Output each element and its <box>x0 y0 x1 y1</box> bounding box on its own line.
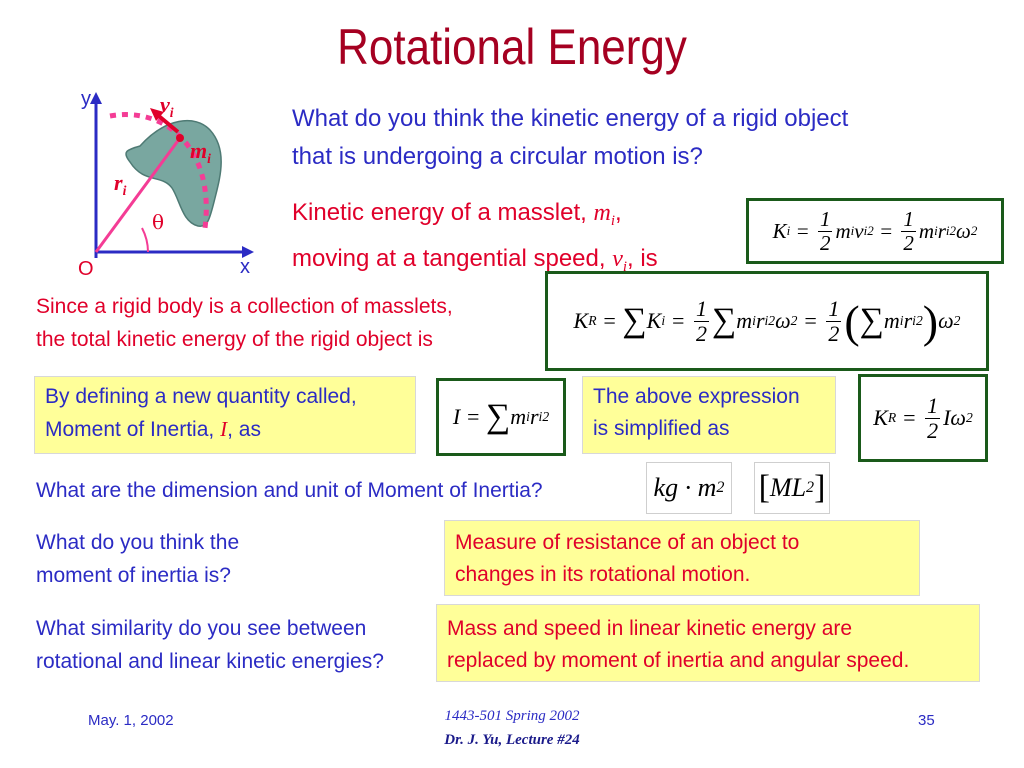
velocity-arrow-icon <box>150 108 164 121</box>
moi-question-line-1: What do you think the <box>36 531 240 554</box>
question-line-1: What do you think the kinetic energy of … <box>292 105 849 132</box>
similarity-question: What similarity do you see between rotat… <box>36 612 384 678</box>
masslet-statement: Kinetic energy of a masslet, mi, moving … <box>292 194 742 286</box>
simplified-box: The above expression is simplified as <box>582 376 836 454</box>
moi-question: What do you think the moment of inertia … <box>36 526 239 592</box>
moi-question-line-2: moment of inertia is? <box>36 564 231 587</box>
page-number: 35 <box>918 712 935 729</box>
kinetic-energy-question: What do you think the kinetic energy of … <box>292 100 1012 176</box>
mass-label: mi <box>190 138 211 166</box>
similarity-answer-line-1: Mass and speed in linear kinetic energy … <box>447 617 853 640</box>
slide-title: Rotational Energy <box>337 19 687 75</box>
footer-lecture: Dr. J. Yu, Lecture #24 <box>444 732 580 748</box>
masslet-line-1: Kinetic energy of a masslet, mi, <box>292 199 622 230</box>
circular-path-dotted <box>109 112 209 229</box>
rotation-diagram <box>90 92 254 258</box>
moi-answer-line-1: Measure of resistance of an object to <box>455 531 800 554</box>
moi-answer-line-2: changes in its rotational motion. <box>455 563 751 586</box>
similarity-question-line-1: What similarity do you see between <box>36 617 367 640</box>
rigid-body-shape <box>125 119 222 227</box>
moi-definition-box: By defining a new quantity called, Momen… <box>34 376 416 454</box>
question-line-2: that is undergoing a circular motion is? <box>292 143 703 170</box>
dimension-question: What are the dimension and unit of Momen… <box>36 479 543 502</box>
collection-statement: Since a rigid body is a collection of ma… <box>36 290 536 356</box>
angle-arc <box>141 227 149 253</box>
y-axis-label: y <box>81 88 91 110</box>
moi-answer-box: Measure of resistance of an object to ch… <box>444 520 920 596</box>
similarity-question-line-2: rotational and linear kinetic energies? <box>36 650 384 673</box>
radius-line <box>94 137 182 253</box>
x-axis-arrow-icon <box>242 246 254 258</box>
definition-line-2: Moment of Inertia, I, as <box>45 417 261 441</box>
simplified-line-1: The above expression <box>593 385 800 408</box>
collection-line-2: the total kinetic energy of the rigid ob… <box>36 328 433 351</box>
theta-label: θ <box>152 210 165 234</box>
footer-date: May. 1, 2002 <box>88 712 174 729</box>
definition-line-1: By defining a new quantity called, <box>45 385 357 408</box>
masslet-dot <box>176 134 184 142</box>
origin-label: O <box>78 258 94 280</box>
simplified-line-2: is simplified as <box>593 417 730 440</box>
y-axis-arrow-icon <box>90 92 102 104</box>
collection-line-1: Since a rigid body is a collection of ma… <box>36 295 453 318</box>
radius-label: ri <box>114 170 127 198</box>
footer-course: 1443-501 Spring 2002 <box>444 708 580 724</box>
similarity-answer-line-2: replaced by moment of inertia and angula… <box>447 649 910 672</box>
masslet-line-2: moving at a tangential speed, vi, is <box>292 245 658 276</box>
velocity-label: vi <box>160 92 174 120</box>
x-axis-label: x <box>240 256 250 278</box>
similarity-answer-box: Mass and speed in linear kinetic energy … <box>436 604 980 682</box>
